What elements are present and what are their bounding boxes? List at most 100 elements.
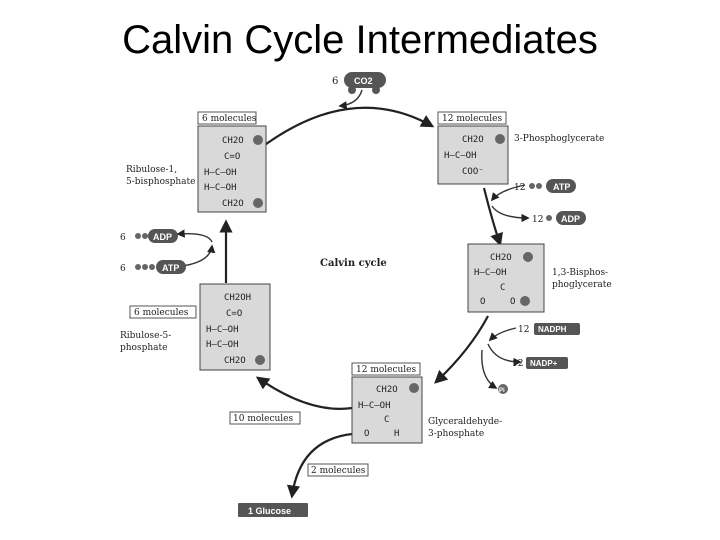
bpg-line-4: O [480, 297, 485, 307]
ru5p-count-label-box [129, 305, 197, 319]
g3p-line-4: O [364, 429, 369, 439]
g3p-name-line2: 3-phosphate [428, 429, 484, 439]
phosphate-icon [135, 264, 141, 270]
atp-in-label: ATP [553, 182, 570, 192]
pga-line-2: H—C—OH [444, 151, 477, 161]
adp-out-pill [556, 211, 586, 225]
rubp-line-3: H—C—OH [204, 168, 237, 178]
adp-left-label: ADP [153, 232, 172, 242]
two-molecules-label: 2 molecules [311, 466, 366, 476]
g3p-line-1: CH2O [376, 385, 398, 395]
atp-left-label: ATP [162, 263, 179, 273]
g3p-count-label: 12 molecules [356, 365, 417, 375]
arrow-pga-to-bpg [482, 187, 503, 247]
ru5p-line-3: H—C—OH [206, 325, 239, 335]
pga-name: 3-Phosphoglycerate [514, 134, 604, 144]
nadp-out-count: 12 [512, 359, 523, 369]
arrow-rubp-to-pga [257, 106, 435, 151]
atp-left-pill [156, 260, 186, 274]
two-molecules-box [307, 463, 369, 477]
phosphate-icon [255, 355, 265, 365]
g3p-line-2: H—C—OH [358, 401, 391, 411]
phosphate-icon [523, 252, 533, 262]
arrow-to-glucose [286, 432, 353, 499]
ru5p-count-label: 6 molecules [134, 308, 189, 318]
calvin-cycle-label: Calvin cycle [320, 258, 387, 269]
glucose-label: 1 Glucose [248, 506, 291, 516]
phosphate-icon [142, 233, 148, 239]
arrow-adp-out-pga [491, 205, 530, 223]
ru5p-name-line1: Ribulose-5- [120, 331, 171, 341]
g3p-count-label-box [351, 362, 421, 376]
g3p-name-line1: Glyceraldehyde- [428, 417, 502, 427]
arrow-nadp-out [487, 343, 522, 367]
arrow-bpg-to-g3p [434, 315, 489, 384]
phosphate-icon [149, 264, 155, 270]
rubp-count-label: 6 molecules [202, 114, 257, 124]
ru5p-line-2: C=O [226, 309, 242, 319]
co2-pill [344, 72, 386, 88]
ru5p-line-5: CH2O [224, 356, 246, 366]
pga-line-1: CH2O [462, 135, 484, 145]
atp-in-pill [546, 179, 576, 193]
phosphate-icon [135, 233, 141, 239]
arrow-co2-in [338, 89, 363, 110]
g3p-line-3: C [384, 415, 389, 425]
rubp-name-line2: 5-bisphosphate [126, 177, 196, 187]
rubp-line-4: H—C—OH [204, 183, 237, 193]
ten-molecules-box [229, 411, 301, 425]
pga-count-label: 12 molecules [442, 114, 503, 124]
nadph-in-count: 12 [518, 325, 529, 335]
rubp-line-2: C=O [224, 152, 240, 162]
ru5p-line-4: H—C—OH [206, 340, 239, 350]
rubp-line-1: CH2O [222, 136, 244, 146]
adp-left-pill [148, 229, 178, 243]
phosphate-icon [498, 384, 508, 394]
atp-in-count: 12 [514, 183, 525, 193]
adp-out-count: 12 [532, 215, 543, 225]
phosphate-icon [495, 134, 505, 144]
arrow-pi-out [481, 349, 498, 389]
phosphate-icon [520, 296, 530, 306]
co2-label: CO2 [354, 76, 373, 86]
rubp-count-label-box [197, 111, 257, 125]
phosphate-icon [409, 383, 419, 393]
nadp-label: NADP+ [530, 359, 558, 368]
co2-oxygen-icon [348, 86, 356, 94]
adp-left-count: 6 [120, 233, 126, 243]
ten-molecules-label: 10 molecules [233, 414, 294, 424]
atp-left-count: 6 [120, 264, 126, 274]
pga-count-label-box [437, 111, 507, 125]
slide-title: Calvin Cycle Intermediates [122, 18, 598, 62]
adp-out-label: ADP [561, 214, 580, 224]
pi-label: Pi [499, 388, 505, 394]
nadph-pill [534, 323, 580, 335]
nadp-pill [526, 357, 568, 369]
ru5p-name-line2: phosphate [120, 343, 167, 353]
rubp-name-line1: Ribulose-1, [126, 165, 177, 175]
arrow-g3p-to-10 [255, 376, 353, 410]
glucose-box [238, 503, 308, 517]
co2-count: 6 [332, 76, 338, 87]
ru5p-line-1: CH2OH [224, 293, 251, 303]
phosphate-icon [546, 215, 552, 221]
phosphate-icon [536, 183, 542, 189]
phosphate-icon [529, 183, 535, 189]
phosphate-icon [253, 198, 263, 208]
pga-structure-box [437, 125, 509, 185]
nadph-label: NADPH [538, 325, 567, 334]
bpg-line-1: CH2O [490, 253, 512, 263]
bpg-name-line2: phoglycerate [552, 280, 612, 290]
bpg-line-3: C [500, 283, 505, 293]
arrow-atp-in-pga [490, 184, 526, 202]
arrow-atp-left-in [181, 244, 216, 267]
phosphate-icon [253, 135, 263, 145]
bpg-name-line1: 1,3-Bisphos- [552, 268, 608, 278]
bpg-line-2: H—C—OH [474, 268, 507, 278]
phosphate-icon [142, 264, 148, 270]
g3p-line-5: H [394, 429, 399, 439]
co2-oxygen-icon [372, 86, 380, 94]
bpg-line-5: O [510, 297, 515, 307]
arrow-adp-left-out [176, 229, 213, 243]
